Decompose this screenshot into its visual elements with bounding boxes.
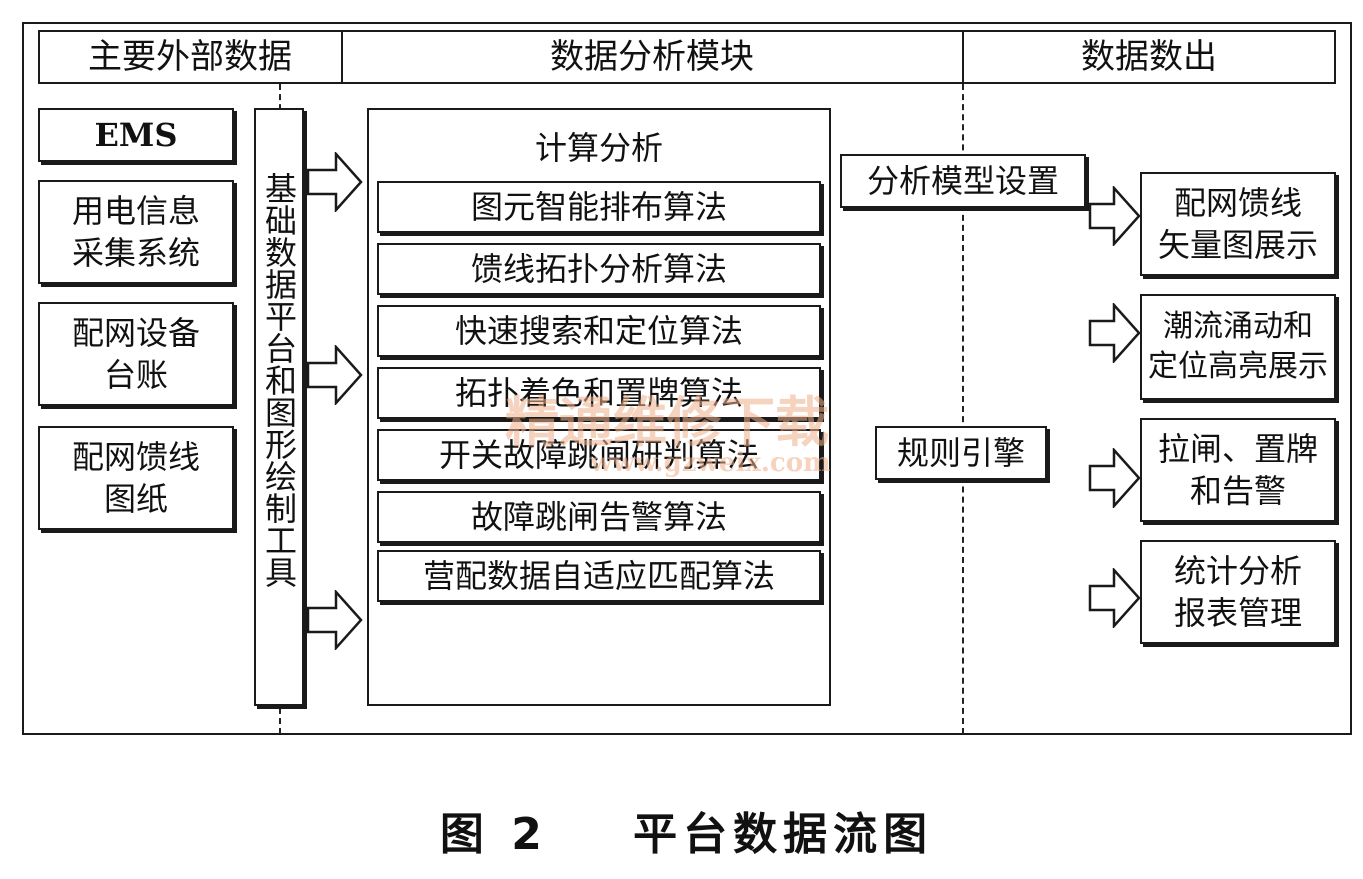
algorithm-data-matching: 营配数据自适应匹配算法 xyxy=(377,550,821,602)
arrow-platform-to-analysis-2 xyxy=(306,345,363,405)
rule-engine-box: 规则引擎 xyxy=(875,426,1047,480)
algorithm-search-locate: 快速搜索和定位算法 xyxy=(377,305,821,357)
arrow-to-output-4 xyxy=(1088,568,1141,628)
input-device-ledger: 配网设备 台账 xyxy=(38,302,234,406)
header-divider-2 xyxy=(962,30,964,84)
watermark-url: www.gzweix.com xyxy=(590,448,831,478)
algorithm-trip-alarm: 故障跳闸告警算法 xyxy=(377,491,821,543)
platform-tool-box: 基础数据平台和图形绘制工具 xyxy=(254,108,304,706)
dashed-separator-right xyxy=(962,84,964,734)
output-switch-tag-alarm: 拉闸、置牌 和告警 xyxy=(1140,418,1336,522)
header-bar xyxy=(38,30,1336,84)
output-flow-highlight: 潮流涌动和 定位高亮展示 xyxy=(1140,294,1336,400)
analysis-title: 计算分析 xyxy=(534,129,663,167)
input-ems: EMS xyxy=(38,108,234,162)
algorithm-feeder-topology: 馈线拓扑分析算法 xyxy=(377,243,821,295)
output-vector-display: 配网馈线 矢量图展示 xyxy=(1140,172,1336,276)
header-external-data: 主要外部数据 xyxy=(88,37,292,77)
header-analysis-module: 数据分析模块 xyxy=(550,37,754,77)
header-divider-1 xyxy=(341,30,343,84)
arrow-to-output-3 xyxy=(1088,448,1141,508)
model-setting-box: 分析模型设置 xyxy=(840,154,1086,208)
arrow-platform-to-analysis-1 xyxy=(306,152,363,212)
diagram-frame xyxy=(22,22,1352,735)
arrow-to-output-1 xyxy=(1088,186,1141,246)
input-feeder-drawing: 配网馈线 图纸 xyxy=(38,426,234,530)
algorithm-layout: 图元智能排布算法 xyxy=(377,181,821,233)
input-power-info-system: 用电信息 采集系统 xyxy=(38,180,234,284)
output-stats-report: 统计分析 报表管理 xyxy=(1140,540,1336,644)
platform-label: 基础数据平台和图形绘制工具 xyxy=(260,172,298,588)
algorithm-trip-judgement: 开关故障跳闸研判算法 xyxy=(377,429,821,481)
watermark-text: 精通维修下载 xyxy=(505,390,829,454)
header-data-output: 数据数出 xyxy=(1081,37,1217,77)
arrow-platform-to-analysis-3 xyxy=(306,590,363,650)
figure-caption: 图 2 平台数据流图 xyxy=(439,809,934,860)
algorithm-coloring-tagging: 拓扑着色和置牌算法 xyxy=(377,367,821,419)
arrow-to-output-2 xyxy=(1088,303,1141,363)
